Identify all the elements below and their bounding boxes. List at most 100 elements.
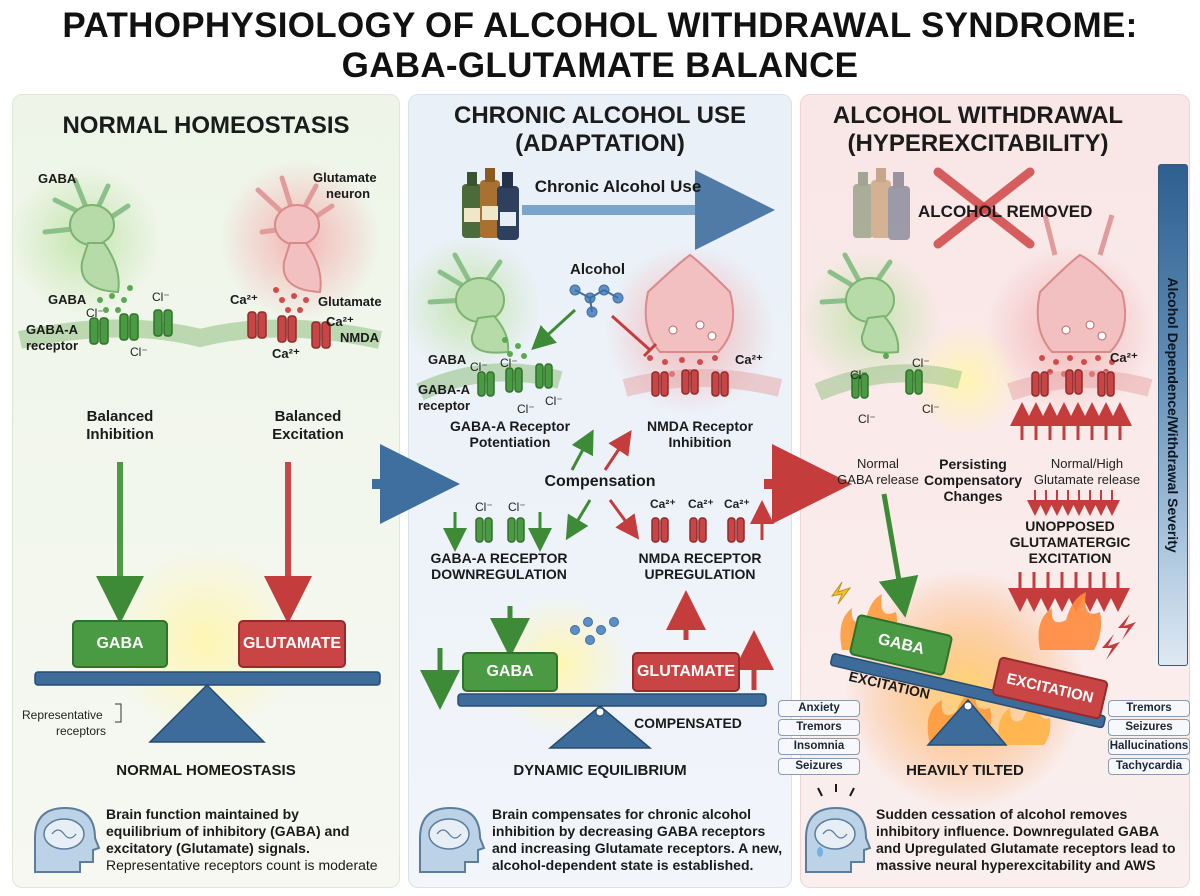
gaba-a-potentiation-label: GABA-A Receptor Potentiation <box>430 418 590 450</box>
panel2-desc-line-2: inhibition by decreasing GABA receptors <box>492 823 766 839</box>
calcium-label: Ca²⁺ <box>688 497 714 511</box>
bottles-icon <box>462 168 519 240</box>
potentiation-line-1: GABA-A Receptor <box>449 418 571 434</box>
symptom-pill: Seizures <box>1108 719 1190 736</box>
balanced-excitation-line-1: Balanced <box>274 408 342 425</box>
calcium-label: Ca²⁺ <box>230 292 258 307</box>
nmda-upregulation-label: NMDA RECEPTOR UPREGULATION <box>620 550 780 582</box>
unopposed-line-1: UNOPPOSED <box>1025 518 1115 534</box>
symptom-pill: Seizures <box>778 758 860 775</box>
panel2-heading-line-1: CHRONIC ALCOHOL USE <box>453 102 746 129</box>
calcium-label: Ca²⁺ <box>650 497 676 511</box>
panel1-description: Brain function maintained by equilibrium… <box>106 806 398 874</box>
chloride-label: Cl⁻ <box>500 356 518 370</box>
alcohol-removed-label: ALCOHOL REMOVED <box>918 202 1093 221</box>
calcium-label: Ca²⁺ <box>1110 350 1138 365</box>
symptom-pill: Tremors <box>778 719 860 736</box>
panel3-heading-line-2: (HYPEREXCITABILITY) <box>847 130 1109 157</box>
lightning-icon <box>1102 614 1136 660</box>
gaba-a-downregulation-label: GABA-A RECEPTOR DOWNREGULATION <box>418 550 580 582</box>
glutamate-transmitter-label: Glutamate <box>318 294 382 309</box>
normal-gaba-line-2: GABA release <box>837 472 919 487</box>
balanced-inhibition-line-2: Inhibition <box>86 426 154 443</box>
panel2-desc-line-4: alcohol-dependent state is established. <box>492 857 754 873</box>
gaba-a-receptor-label-1: GABA-A <box>418 382 470 397</box>
normal-gaba-release-label: Normal GABA release <box>818 456 938 488</box>
glutamate-neuron-icon <box>255 175 335 294</box>
inhibition-line-2: Inhibition <box>668 434 732 450</box>
panel2-description: Brain compensates for chronic alcohol in… <box>492 806 788 874</box>
balanced-excitation-label: Balanced Excitation <box>238 408 378 444</box>
glutamate-weight-box: GLUTAMATE <box>238 620 346 668</box>
chloride-label: Cl⁻ <box>152 290 170 304</box>
downreg-line-2: DOWNREGULATION <box>431 566 567 582</box>
gaba-weight-box: GABA <box>72 620 168 668</box>
persisting-line-2: Compensatory <box>923 472 1023 488</box>
nmda-label: NMDA <box>340 330 379 345</box>
panel1-desc-line-1: Brain function maintained by <box>106 806 299 822</box>
panel3-desc-line-2: inhibitory influence. Downregulated GABA <box>876 823 1160 839</box>
brain-head-icon <box>419 806 486 873</box>
panel1-graphics <box>10 160 382 873</box>
panel3-caption: HEAVILY TILTED <box>906 762 1024 779</box>
severity-bar-text: Alcohol Dependence/Withdrawal Severity <box>1165 277 1181 553</box>
chloride-label: Cl⁻ <box>470 360 488 374</box>
symptom-pill: Tachycardia <box>1108 758 1190 775</box>
chloride-label: Cl⁻ <box>86 306 104 320</box>
glutamate-weight-box: GLUTAMATE <box>632 652 740 692</box>
gaba-a-receptor-label-2: receptor <box>26 338 79 353</box>
chloride-label: Cl⁻ <box>850 368 868 382</box>
calcium-label: Ca²⁺ <box>724 497 750 511</box>
normal-gaba-line-1: Normal <box>857 456 899 471</box>
symptom-pill: Anxiety <box>778 700 860 717</box>
chloride-label: Cl⁻ <box>508 500 526 514</box>
chloride-label: Cl⁻ <box>912 356 930 370</box>
balanced-excitation-line-2: Excitation <box>272 426 344 443</box>
calcium-label: Ca²⁺ <box>326 314 354 329</box>
gaba-transmitter-label: GABA <box>48 292 87 307</box>
compensated-label: COMPENSATED <box>634 715 742 731</box>
panel2-heading-line-2: (ADAPTATION) <box>515 130 685 157</box>
severity-gradient-bar <box>1158 164 1188 666</box>
unopposed-line-2: GLUTAMATERGIC <box>1009 534 1131 550</box>
chloride-label: Cl⁻ <box>517 402 535 416</box>
panel1-heading: NORMAL HOMEOSTASIS <box>62 112 350 139</box>
normal-high-line-1: Normal/High <box>1050 456 1124 471</box>
panel2-caption: DYNAMIC EQUILIBRIUM <box>513 762 687 779</box>
balanced-inhibition-line-1: Balanced <box>86 408 154 425</box>
gaba-weight-box: GABA <box>462 652 558 692</box>
cross-icon <box>933 167 1035 249</box>
symptom-pill: Hallucinations <box>1108 738 1190 755</box>
panel1-caption: NORMAL HOMEOSTASIS <box>116 762 296 779</box>
panel3-heading-line-1: ALCOHOL WITHDRAWAL <box>832 102 1124 129</box>
persisting-changes-label: Persisting Compensatory Changes <box>918 456 1028 504</box>
representative-receptors-label-2: receptors <box>56 724 107 738</box>
inhibition-line-1: NMDA Receptor <box>646 418 754 434</box>
unopposed-line-3: EXCITATION <box>1028 550 1112 566</box>
gaba-neuron-label: GABA <box>38 171 77 186</box>
unopposed-excitation-label: UNOPPOSED GLUTAMATERGIC EXCITATION <box>1000 518 1140 566</box>
lightning-icon <box>830 581 852 605</box>
brain-head-icon <box>34 806 101 873</box>
downreg-line-1: GABA-A RECEPTOR <box>430 550 568 566</box>
persisting-line-3: Changes <box>943 488 1003 504</box>
panel2-desc-line-3: and increasing Glutamate receptors. A ne… <box>492 840 783 856</box>
gaba-a-receptor-label-1: GABA-A <box>26 322 78 337</box>
gaba-a-receptor-label-2: receptor <box>418 398 471 413</box>
panel1-desc-line-3: excitatory (Glutamate) signals. <box>106 840 310 856</box>
panel2-desc-line-1: Brain compensates for chronic alcohol <box>492 806 752 822</box>
chloride-label: Cl⁻ <box>858 412 876 426</box>
compensation-label: Compensation <box>544 473 656 490</box>
normal-high-line-2: Glutamate release <box>1033 472 1141 487</box>
upreg-line-1: NMDA RECEPTOR <box>638 550 762 566</box>
nmda-inhibition-label: NMDA Receptor Inhibition <box>620 418 780 450</box>
panel1-desc-line-2: equilibrium of inhibitory (GABA) and <box>106 823 350 839</box>
panel2-graphics <box>400 168 783 873</box>
stressed-head-icon <box>805 784 872 873</box>
panel3-desc-line-1: Sudden cessation of alcohol removes <box>876 806 1128 822</box>
panel3-desc-line-4: massive neural hyperexcitability and AWS <box>876 857 1156 873</box>
glutamate-neuron-label-2: neuron <box>326 186 371 201</box>
panel3-heading: ALCOHOL WITHDRAWAL (HYPEREXCITABILITY) <box>800 102 1156 158</box>
representative-receptors-label-1: Representative <box>22 708 103 722</box>
panel1-desc-line-4: Representative receptors count is modera… <box>106 857 378 873</box>
